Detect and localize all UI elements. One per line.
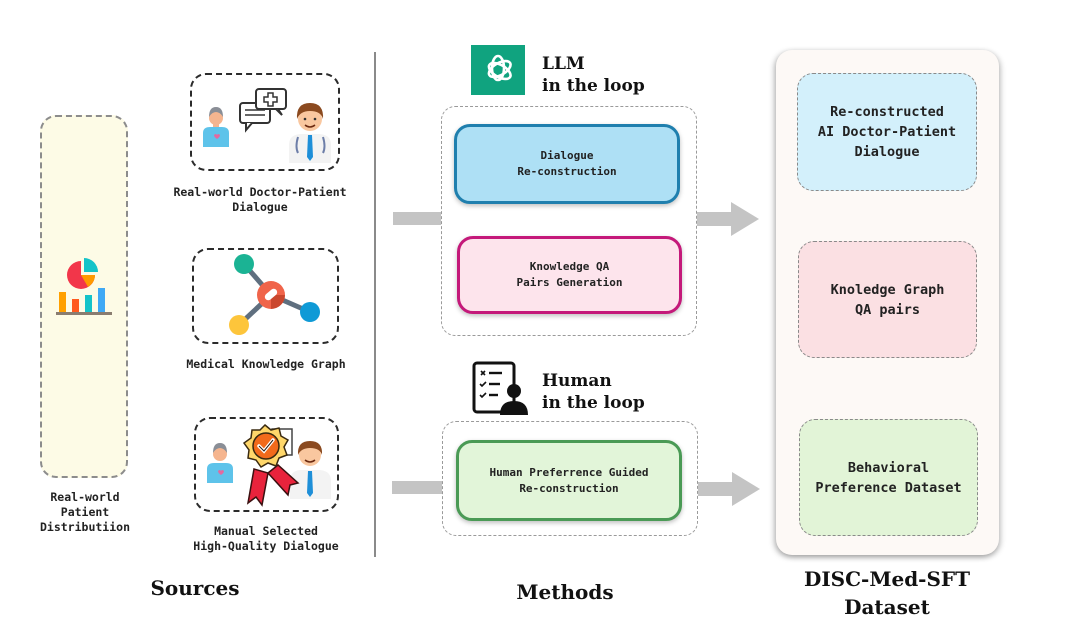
chart-statistics-icon (56, 258, 112, 315)
label-line: Dialogue (232, 200, 288, 214)
source-high-quality-dialogue-label: Manual Selected High-Quality Dialogue (150, 524, 382, 554)
label-line: QA pairs (854, 301, 920, 318)
source-doctor-patient-dialogue (190, 73, 340, 171)
label-line: Medical Knowledge Graph (186, 357, 346, 371)
sources-to-human-arrow (392, 481, 442, 494)
label-line: Re-construction (517, 165, 617, 178)
dataset-heading: DISC-Med-SFT Dataset (787, 565, 987, 621)
label-line: Real-world (50, 490, 120, 504)
human-to-dataset-arrow (698, 472, 760, 506)
label-line: Pairs Generation (516, 276, 623, 289)
heading-line: Dataset (844, 595, 930, 619)
human-checklist-icon (472, 361, 528, 415)
llm-method-group (441, 106, 697, 336)
title-line: in the loop (542, 393, 645, 413)
llm-loop-title: LLM in the loop (542, 53, 692, 97)
label-line: Manual Selected (214, 524, 318, 538)
method-human-preference-reconstruction: Human Preferrence Guided Re-construction (456, 440, 682, 521)
label-line: Re-construction (519, 481, 619, 495)
dataset-reconstructed-dialogue: Re-constructed AI Doctor-Patient Dialogu… (797, 73, 977, 191)
title-line: Human (542, 371, 612, 391)
label-line: Human Preferrence Guided (489, 465, 649, 479)
source-medical-knowledge-graph (192, 248, 339, 344)
source-doctor-patient-dialogue-label: Real-world Doctor-Patient Dialogue (140, 185, 380, 215)
label-line: Real-world Doctor-Patient (173, 185, 347, 199)
label-line: Patient (60, 505, 110, 519)
method-dialogue-reconstruction: Dialogue Re-construction (454, 124, 680, 204)
openai-knot-glyph (487, 54, 512, 82)
sources-to-llm-arrow (393, 212, 441, 225)
patient-distribution-box (40, 115, 128, 478)
label-line: High-Quality Dialogue (193, 539, 339, 553)
label-line: Dialogue (540, 149, 594, 162)
sources-heading: Sources (150, 576, 240, 600)
label-line: Knowledge QA (529, 260, 610, 273)
patient-distribution-label: Real-world Patient Distributiion (20, 490, 150, 535)
heading-line: DISC-Med-SFT (803, 567, 971, 591)
human-method-group (442, 421, 698, 536)
section-divider (374, 52, 376, 557)
source-medical-knowledge-graph-label: Medical Knowledge Graph (150, 357, 382, 372)
label-line: Preference Dataset (815, 479, 962, 496)
source-high-quality-dialogue (194, 417, 339, 512)
doctor-patient-dialogue-icon (203, 88, 331, 163)
dataset-knowledge-graph-qa: Knoledge Graph QA pairs (798, 241, 977, 358)
method-knowledge-qa-generation: Knowledge QA Pairs Generation (457, 236, 682, 314)
title-line: LLM (542, 54, 585, 74)
knowledge-graph-icon (229, 254, 320, 335)
title-line: in the loop (542, 76, 645, 96)
human-loop-title: Human in the loop (542, 370, 692, 414)
label-line: Behavioral (847, 459, 930, 476)
label-line: Distributiion (39, 520, 130, 534)
label-line: AI Doctor-Patient (817, 124, 957, 140)
label-line: Dialogue (854, 144, 920, 160)
label-line: Re-constructed (830, 104, 944, 120)
openai-logo-icon (471, 45, 525, 95)
llm-to-dataset-arrow (697, 202, 759, 236)
methods-heading: Methods (516, 580, 614, 604)
dataset-behavioral-preference: Behavioral Preference Dataset (799, 419, 978, 536)
quality-badge-dialogue-icon (207, 423, 331, 507)
label-line: Knoledge Graph (830, 281, 945, 298)
